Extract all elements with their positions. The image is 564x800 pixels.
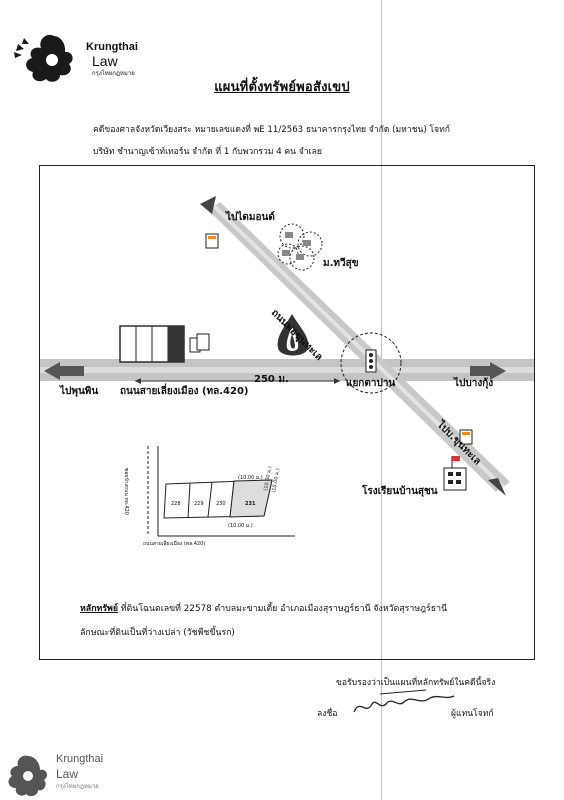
label-to-bangkung: ไปบางกุ้ง xyxy=(454,378,494,389)
asset-label: หลักทรัพย์ xyxy=(80,604,118,614)
parcel-lot: 230 xyxy=(216,501,226,507)
certify-text: ขอรับรองว่าเป็นแผนที่หลักทรัพย์ในคดีนี้จ… xyxy=(336,678,496,688)
asset-line-1: หลักทรัพย์ ที่ดินโฉนดเลขที่ 22578 ตำบลมะ… xyxy=(80,601,447,615)
village-houses-icon xyxy=(277,223,323,271)
junction-circle xyxy=(340,332,402,394)
garuda-icon xyxy=(14,34,73,82)
label-to-phunphin: ไปพุนพิน xyxy=(60,386,99,397)
krungthai-law-logo: Krungthai Law กรุงไทยกฎหมาย xyxy=(8,22,148,88)
parcel-road-bottom: ถนนสายเลี่ยงเมือง (ทล.420) xyxy=(143,541,206,547)
brand-thai: กรุงไทยกฎหมาย xyxy=(92,71,135,77)
signature xyxy=(353,689,455,713)
ptt-station-icon xyxy=(277,314,309,356)
brand-sub: Law xyxy=(92,53,118,69)
case-line-1: คดีของศาลจังหวัดเวียงสระ หมายเลขแดงที่ พ… xyxy=(93,125,450,135)
representative-label: ผู้แทนโจทก์ xyxy=(451,709,494,719)
shophouses-icon xyxy=(119,325,210,363)
brand-thai-footer: กรุงไทยกฎหมาย xyxy=(56,784,99,790)
label-junction: แยกตาปาน xyxy=(346,378,396,389)
traffic-light-icon xyxy=(365,349,377,373)
asset-line-2: ลักษณะที่ดินเป็นที่ว่างเปล่า (วัชพืชขึ้น… xyxy=(80,628,235,638)
parcel-lot: 229 xyxy=(194,501,204,507)
parcel-lot-highlight: 231 xyxy=(245,501,256,507)
label-distance: 250 ม. xyxy=(254,374,289,385)
location-map xyxy=(40,196,534,537)
label-village: ม.ทวีสุข xyxy=(323,258,359,269)
parcel-dim-top: (10.00 ม.) xyxy=(238,475,263,481)
document-title: แผนที่ตั้งทรัพย์พอสังเขป xyxy=(214,80,350,95)
parcel-road-vertical: ซอยข้างถนน ทล.420 xyxy=(123,468,129,515)
arrow-northwest-icon xyxy=(200,196,216,214)
label-school: โรงเรียนบ้านสุชน xyxy=(362,486,438,497)
arrow-west-icon xyxy=(44,362,60,380)
parcel-sketch xyxy=(147,446,295,537)
seven-eleven-icon-2 xyxy=(459,429,473,445)
label-main-road: ถนนสายเลี่ยงเมือง (ทล.420) xyxy=(120,386,249,397)
label-to-diamond: ไปไดมอนด์ xyxy=(226,212,275,223)
parcel-dim-bottom: (10.00 ม.) xyxy=(228,523,253,529)
brand-name-footer: Krungthai xyxy=(56,753,104,765)
scan-margin-line xyxy=(381,0,382,800)
asset-deed: ที่ดินโฉนดเลขที่ 22578 ตำบลมะขามเตี้ย อำ… xyxy=(120,604,448,614)
parcel-lot: 228 xyxy=(171,501,181,507)
seven-eleven-icon xyxy=(205,233,219,249)
school-icon xyxy=(443,456,467,491)
arrow-southeast-icon xyxy=(488,478,506,496)
map-frame: ไปไดมอนด์ ม.ทวีสุข ถนนพ่อขุนทะเล 250 ม. … xyxy=(39,165,535,660)
case-line-2: บริษัท ชำนาญเซ้าท์เทอร์น จำกัด ที่ 1 กับ… xyxy=(93,147,322,157)
arrow-east-icon xyxy=(490,362,506,380)
krungthai-law-logo-footer: Krungthai Law กรุงไทยกฎหมาย xyxy=(2,742,122,800)
garuda-icon xyxy=(8,755,47,797)
sign-label: ลงชื่อ xyxy=(317,709,338,719)
brand-sub-footer: Law xyxy=(56,767,79,781)
brand-name: Krungthai xyxy=(86,41,138,53)
